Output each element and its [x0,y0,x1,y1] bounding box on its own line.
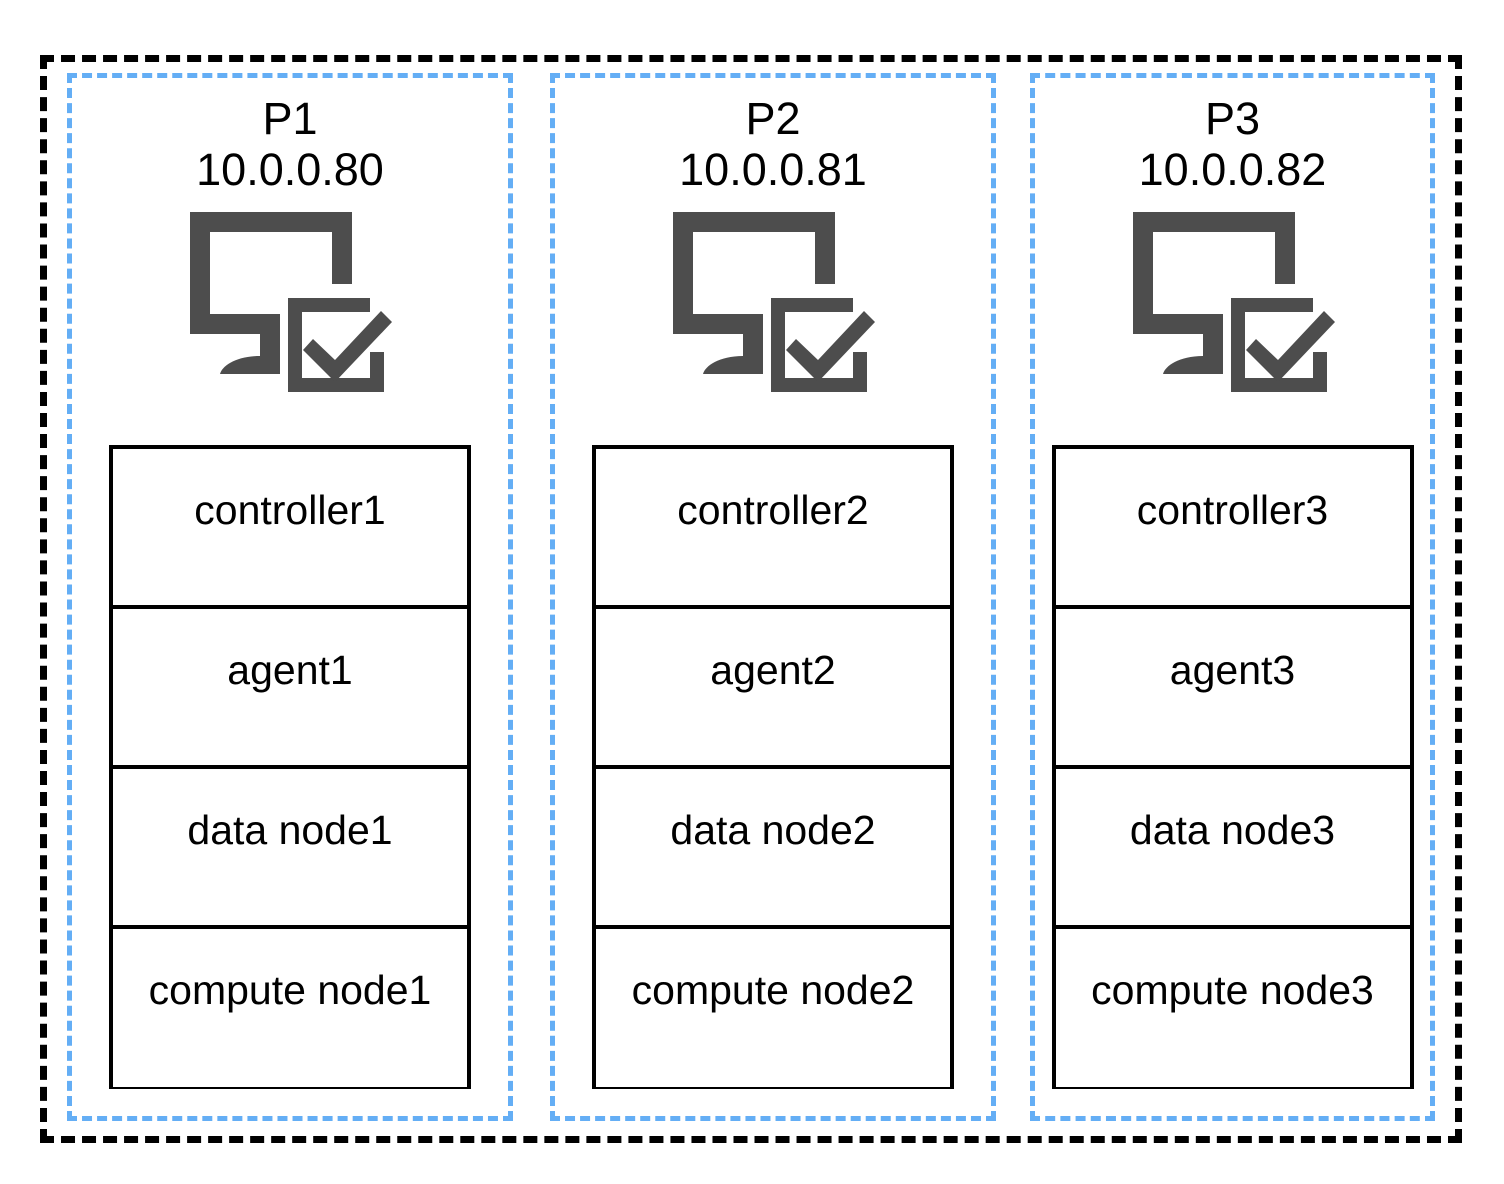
service-cell[interactable]: agent3 [1055,609,1410,769]
service-cell[interactable]: controller1 [113,449,467,609]
service-cell[interactable]: compute node3 [1055,929,1410,1087]
service-label: controller1 [194,487,386,533]
service-label: agent3 [1169,647,1296,693]
service-cell[interactable]: compute node2 [596,929,950,1087]
service-stack-p3: controller3 agent3 data node3 compute no… [1051,445,1414,1089]
service-cell[interactable]: controller2 [596,449,950,609]
host-panel-p1[interactable]: P1 10.0.0.80 co [67,73,513,1121]
service-label: data node2 [670,807,876,853]
service-stack-p2: controller2 agent2 data node2 compute no… [592,445,954,1089]
host-header-p2: P2 10.0.0.81 [555,96,991,193]
service-cell[interactable]: agent2 [596,609,950,769]
service-label: data node1 [187,807,393,853]
service-label: agent1 [227,647,353,693]
host-panel-p2[interactable]: P2 10.0.0.81 controller2 agent2 [550,73,996,1121]
service-cell[interactable]: agent1 [113,609,467,769]
cluster-boundary [40,55,1462,1143]
service-label: controller2 [677,487,869,533]
service-label: data node3 [1129,807,1336,853]
service-cell[interactable]: data node3 [1055,769,1410,929]
host-name-p3: P3 [1204,93,1261,144]
monitor-check-icon [1127,206,1339,396]
service-cell[interactable]: controller3 [1055,449,1410,609]
service-stack-p1: controller1 agent1 data node1 compute no… [109,445,471,1089]
monitor-check-icon [184,206,396,396]
service-label: agent2 [710,647,836,693]
host-panel-p3[interactable]: P3 10.0.0.82 controller3 agent3 [1030,73,1435,1121]
service-label: controller3 [1136,487,1329,533]
host-ip-p2: 10.0.0.81 [679,143,867,195]
host-header-p1: P1 10.0.0.80 [72,96,508,193]
service-cell[interactable]: data node1 [113,769,467,929]
service-cell[interactable]: data node2 [596,769,950,929]
service-label: compute node2 [631,967,915,1013]
host-header-p3: P3 10.0.0.82 [1035,96,1430,193]
host-ip-p3: 10.0.0.82 [1138,143,1327,195]
host-name-p2: P2 [745,93,801,144]
service-label: compute node3 [1091,967,1374,1013]
service-cell[interactable]: compute node1 [113,929,467,1087]
monitor-check-icon [667,206,879,396]
host-ip-p1: 10.0.0.80 [196,143,384,195]
service-label: compute node1 [148,967,432,1013]
host-name-p1: P1 [262,93,318,144]
